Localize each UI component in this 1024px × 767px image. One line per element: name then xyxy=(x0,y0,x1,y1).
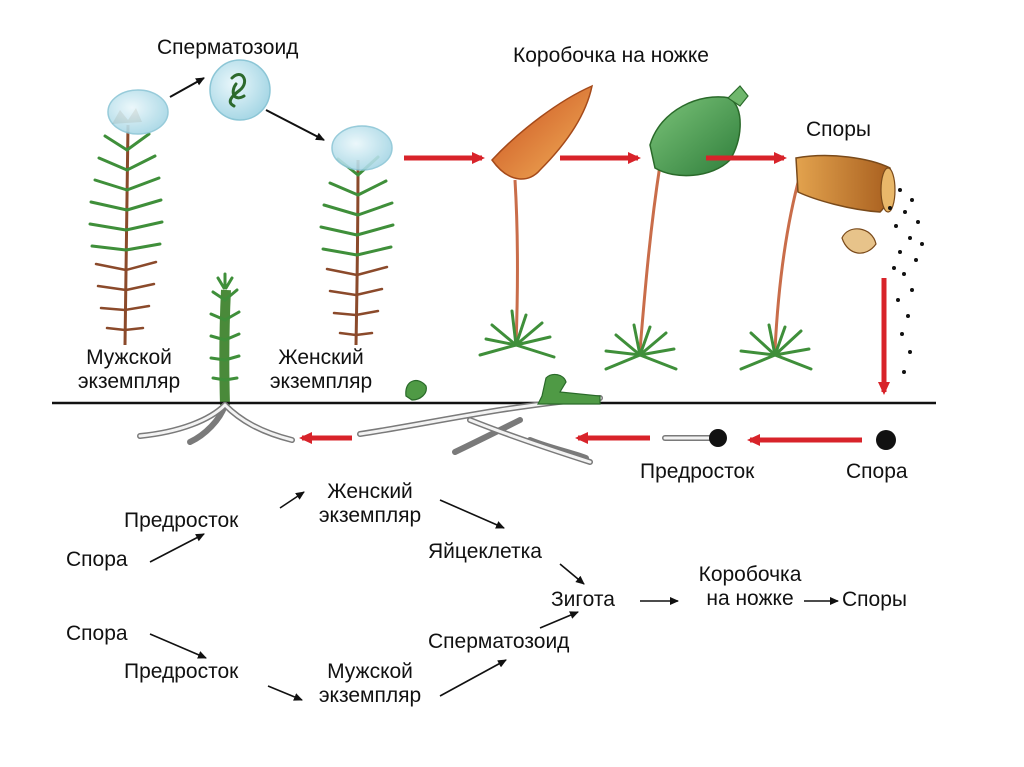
protonema-threads-inner xyxy=(140,398,720,462)
label-female-line1: Женский xyxy=(256,346,386,370)
water-drop xyxy=(108,90,168,134)
scheme-spores: Споры xyxy=(842,588,907,612)
label-female-line2: экземпляр xyxy=(256,370,386,394)
scheme-sperm: Сперматозоид xyxy=(428,630,569,654)
scheme-female-plant: Женский экземпляр xyxy=(300,480,440,528)
arrow-sperm-to-female xyxy=(266,110,324,140)
spermatozoid-drop xyxy=(210,60,270,120)
scheme-capsule-line1: Коробочка xyxy=(680,563,820,587)
label-spermatozoid: Сперматозоид xyxy=(157,36,298,60)
female-plant xyxy=(321,126,393,345)
scheme-arrow-f4 xyxy=(560,564,584,584)
scheme-capsule: Коробочка на ножке xyxy=(680,563,820,611)
spore-dots xyxy=(888,188,924,374)
scheme-female-spore: Спора xyxy=(66,548,128,572)
scheme-arrow-f1 xyxy=(150,534,204,562)
label-male-line1: Мужской xyxy=(64,346,194,370)
arrow-male-to-sperm xyxy=(170,78,204,97)
label-female-plant: Женский экземпляр xyxy=(256,346,386,394)
sporophyte-green xyxy=(606,86,748,369)
scheme-female-line1: Женский xyxy=(300,480,440,504)
scheme-male-protonema: Предросток xyxy=(124,660,238,684)
label-protonema: Предросток xyxy=(640,460,754,484)
scheme-arrow-m4 xyxy=(540,612,578,628)
germinating-spore xyxy=(709,429,727,447)
label-spore: Спора xyxy=(846,460,908,484)
scheme-male-spore: Спора xyxy=(66,622,128,646)
scheme-arrow-f3 xyxy=(440,500,504,528)
scheme-female-line2: экземпляр xyxy=(300,504,440,528)
male-plant xyxy=(90,90,168,345)
scheme-male-plant: Мужской экземпляр xyxy=(300,660,440,708)
scheme-zygote: Зигота xyxy=(551,588,615,612)
label-spores: Споры xyxy=(806,118,871,142)
scheme-male-line1: Мужской xyxy=(300,660,440,684)
young-plant xyxy=(211,274,239,405)
scheme-egg: Яйцеклетка xyxy=(428,540,542,564)
scheme-arrow-m2 xyxy=(268,686,302,700)
sporophyte-ripe xyxy=(741,156,895,369)
scheme-female-protonema: Предросток xyxy=(124,509,238,533)
label-male-plant: Мужской экземпляр xyxy=(64,346,194,394)
scheme-arrow-m1 xyxy=(150,634,206,658)
scheme-arrow-m3 xyxy=(440,660,506,696)
scheme-male-line2: экземпляр xyxy=(300,684,440,708)
sporophyte-young xyxy=(480,86,592,357)
spore-cell xyxy=(876,430,896,450)
scheme-capsule-line2: на ножке xyxy=(680,587,820,611)
bud-left xyxy=(406,381,427,400)
bud-right xyxy=(538,375,600,404)
label-male-line2: экземпляр xyxy=(64,370,194,394)
label-capsule-on-stalk: Коробочка на ножке xyxy=(513,44,709,68)
